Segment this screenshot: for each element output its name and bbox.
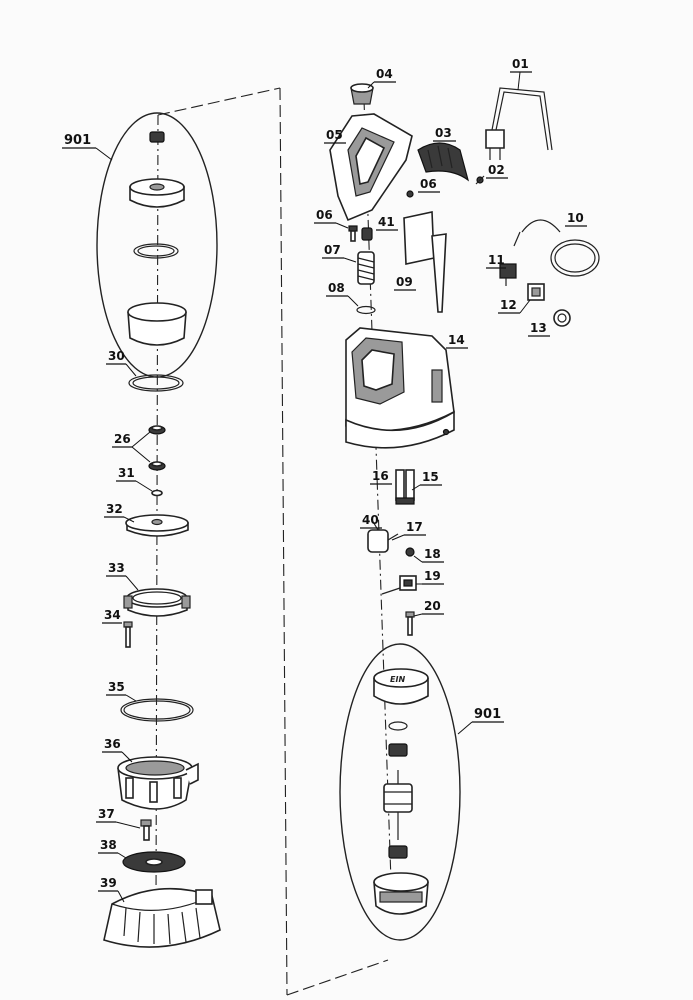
part-36-pump-housing xyxy=(117,756,199,810)
label-13: 13 xyxy=(530,321,547,335)
part-09-cover-plate xyxy=(403,211,447,313)
label-26: 26 xyxy=(114,432,131,446)
part-16-15-sleeves xyxy=(395,469,415,505)
label-30: 30 xyxy=(108,349,125,363)
part-motor-cap: EIN xyxy=(373,668,429,705)
part-05-handle xyxy=(329,113,413,222)
label-37: 37 xyxy=(98,807,115,821)
group-901-leader-left xyxy=(95,147,113,161)
label-01: 01 xyxy=(512,57,529,71)
label-14: 14 xyxy=(448,333,465,347)
part-31-washer xyxy=(151,489,163,497)
part-26-bearings xyxy=(148,425,166,471)
part-38-filter-mesh xyxy=(122,851,186,873)
label-38: 38 xyxy=(100,838,117,852)
part-bearing-upper xyxy=(388,743,408,757)
part-end-cap xyxy=(129,178,185,208)
part-06-screw-lower xyxy=(348,225,358,242)
part-40-capacitor xyxy=(367,519,399,553)
label-41: 41 xyxy=(378,215,395,229)
part-stator xyxy=(373,872,429,915)
label-10: 10 xyxy=(567,211,584,225)
part-08-washer xyxy=(356,305,376,315)
part-06-screw-upper xyxy=(406,190,414,198)
label-19: 19 xyxy=(424,569,441,583)
part-02-screw xyxy=(475,175,485,185)
part-12-clamp xyxy=(527,283,545,301)
label-40: 40 xyxy=(362,513,379,527)
logo-mark: EIN xyxy=(390,675,405,684)
part-19-switch-bracket xyxy=(381,575,417,595)
label-07: 07 xyxy=(324,243,341,257)
label-31: 31 xyxy=(118,466,135,480)
part-11-terminal xyxy=(499,263,517,286)
part-rotor xyxy=(383,770,413,840)
label-20: 20 xyxy=(424,599,441,613)
part-30-ring xyxy=(128,374,184,392)
part-03-grip-insert xyxy=(417,142,470,182)
part-04-knob xyxy=(350,83,374,105)
part-39-base-foot xyxy=(103,887,221,948)
label-09: 09 xyxy=(396,275,413,289)
part-07-float-spring xyxy=(357,251,375,285)
label-35: 35 xyxy=(108,680,125,694)
part-41-connector xyxy=(361,227,373,241)
left-center-axis xyxy=(155,114,159,906)
part-bearing-lower xyxy=(388,845,408,859)
label-33: 33 xyxy=(108,561,125,575)
part-18-nut xyxy=(405,547,415,557)
part-o-ring-motor xyxy=(388,721,408,731)
part-32-impeller-disc xyxy=(125,514,189,537)
group-label-901-left: 901 xyxy=(64,133,91,148)
label-15: 15 xyxy=(422,470,439,484)
label-36: 36 xyxy=(104,737,121,751)
part-01-power-cable xyxy=(485,87,553,160)
label-34: 34 xyxy=(104,608,121,622)
label-06-upper: 06 xyxy=(420,177,437,191)
part-13-grommet xyxy=(553,309,571,327)
label-04: 04 xyxy=(376,67,393,81)
part-37-screw xyxy=(140,819,152,841)
group-901-outline-right xyxy=(339,643,461,941)
label-05: 05 xyxy=(326,128,343,142)
group-label-901-right: 901 xyxy=(474,707,501,722)
part-33-locking-ring xyxy=(123,588,191,617)
label-16: 16 xyxy=(372,469,389,483)
label-02: 02 xyxy=(488,163,505,177)
label-32: 32 xyxy=(106,502,123,516)
part-o-ring-inner xyxy=(133,243,179,259)
label-08: 08 xyxy=(328,281,345,295)
part-bearing-small-top xyxy=(149,131,165,143)
part-35-gasket xyxy=(120,698,194,722)
label-03: 03 xyxy=(435,126,452,140)
label-06-lower: 06 xyxy=(316,208,333,222)
part-rotor-housing xyxy=(127,302,187,346)
label-12: 12 xyxy=(500,298,517,312)
part-20-screw xyxy=(405,611,415,636)
label-18: 18 xyxy=(424,547,441,561)
part-10-cable-loop xyxy=(513,219,600,277)
assembly-frame xyxy=(157,87,389,996)
label-17: 17 xyxy=(406,520,423,534)
part-14-upper-housing xyxy=(345,327,455,449)
label-39: 39 xyxy=(100,876,117,890)
label-11: 11 xyxy=(488,253,505,267)
part-34-screw xyxy=(123,621,133,648)
